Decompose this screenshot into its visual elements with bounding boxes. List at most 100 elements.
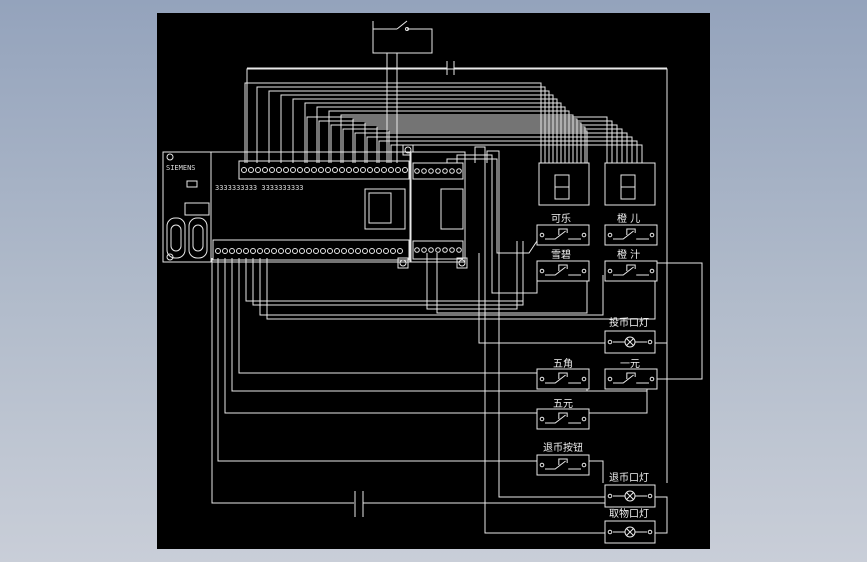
plc-cpu-bottom-clip [397,257,409,269]
terminal-screw [390,248,396,254]
terminal [581,462,587,468]
terminal [539,462,545,468]
terminal-screw [229,248,235,254]
plc-bottom-terminal-strip [212,239,410,261]
terminal-screw [383,248,389,254]
switch-body [536,260,590,282]
label-pickup-light: 取物口灯 [609,507,649,520]
terminal-screw [320,248,326,254]
label-cola: 可乐 [551,213,571,225]
wire-input [252,258,524,306]
terminal-screw [222,248,228,254]
terminal-screw [332,167,338,173]
terminal-screw [435,247,441,253]
wire-segment-bus [330,124,618,163]
terminal [649,268,655,274]
terminal-screw [369,248,375,254]
terminal-screw [243,248,249,254]
wire-segment-bus [388,130,588,163]
wire-input [259,258,604,316]
switch-actuator [558,412,568,419]
switch-sprite [536,260,590,282]
switch-blade [545,230,566,240]
terminal-screw [250,248,256,254]
terminal [539,232,545,238]
plc-display-window [364,188,406,230]
label-juice: 橙 汁 [617,248,640,261]
terminal-screw [278,248,284,254]
terminal [607,339,613,345]
wire-output [436,253,588,314]
terminal-screw [299,248,305,254]
wire-segment-bus [316,106,566,163]
terminal-screw [456,168,462,174]
terminal-screw [397,248,403,254]
terminal-screw [297,167,303,173]
lamp-refund [604,484,656,508]
lamp-bulb [624,526,636,538]
switch-body [604,260,658,282]
terminal-screw [313,248,319,254]
wire-segment-bus [364,122,582,163]
terminal-screw [449,168,455,174]
terminal [607,232,613,238]
wire-segment-bus [354,132,628,163]
wire-input [224,258,537,414]
terminal-screw [334,248,340,254]
terminal-screw [283,167,289,173]
power-supply-switch [372,20,433,163]
terminal-screw [290,167,296,173]
terminal-screw [257,248,263,254]
wire-return-bus [587,391,648,414]
terminal-screw [262,167,268,173]
terminal-screw [241,167,247,173]
wire-segment-bus [318,120,613,163]
terminal-screw [341,248,347,254]
wire-output [426,241,518,310]
terminal-screw [388,167,394,173]
label-orange: 橙 儿 [617,212,640,225]
plc-port-right-inner [192,224,204,252]
plc-mount-screw-bottom [166,253,174,261]
plc-cpu: SIEMENS 3333333333 3333333333 [162,144,414,269]
wire-segment-bus [340,114,574,163]
seven-segment-display-right [604,162,656,206]
terminal-screw [271,248,277,254]
lamp-bulb [624,336,636,348]
terminal-screw [367,167,373,173]
plc-digit-row: 3333333333 3333333333 [215,184,304,192]
switch-actuator [626,264,636,271]
terminal-screw [304,167,310,173]
switch-body [604,368,658,390]
switch-refund-button [536,454,590,476]
terminal [539,416,545,422]
switch-blade [545,460,566,470]
terminal-screw [285,248,291,254]
wire-input [245,241,524,302]
terminal-screw [421,168,427,174]
switch-body [536,408,590,430]
wire-input [266,258,656,320]
switch-orange [604,224,658,246]
terminal [647,529,653,535]
switch-actuator [558,264,568,271]
wire-return-bus [654,262,703,380]
terminal [581,416,587,422]
terminal [539,376,545,382]
label-refund-button: 退币按钮 [543,441,583,454]
terminal-screw [421,247,427,253]
terminal [607,268,613,274]
terminal-screw [276,167,282,173]
plc-led-block [186,180,198,188]
plc-display-inner [368,192,392,224]
wire-segment-bus [306,116,608,163]
terminal [539,268,545,274]
terminal-screw [376,248,382,254]
terminal-screw [355,248,361,254]
terminal-screw [402,167,408,173]
terminal-screw [428,168,434,174]
lamp-cross [626,528,634,536]
terminal [647,493,653,499]
expansion-bottom-screw [458,259,466,267]
terminal-screw [353,167,359,173]
